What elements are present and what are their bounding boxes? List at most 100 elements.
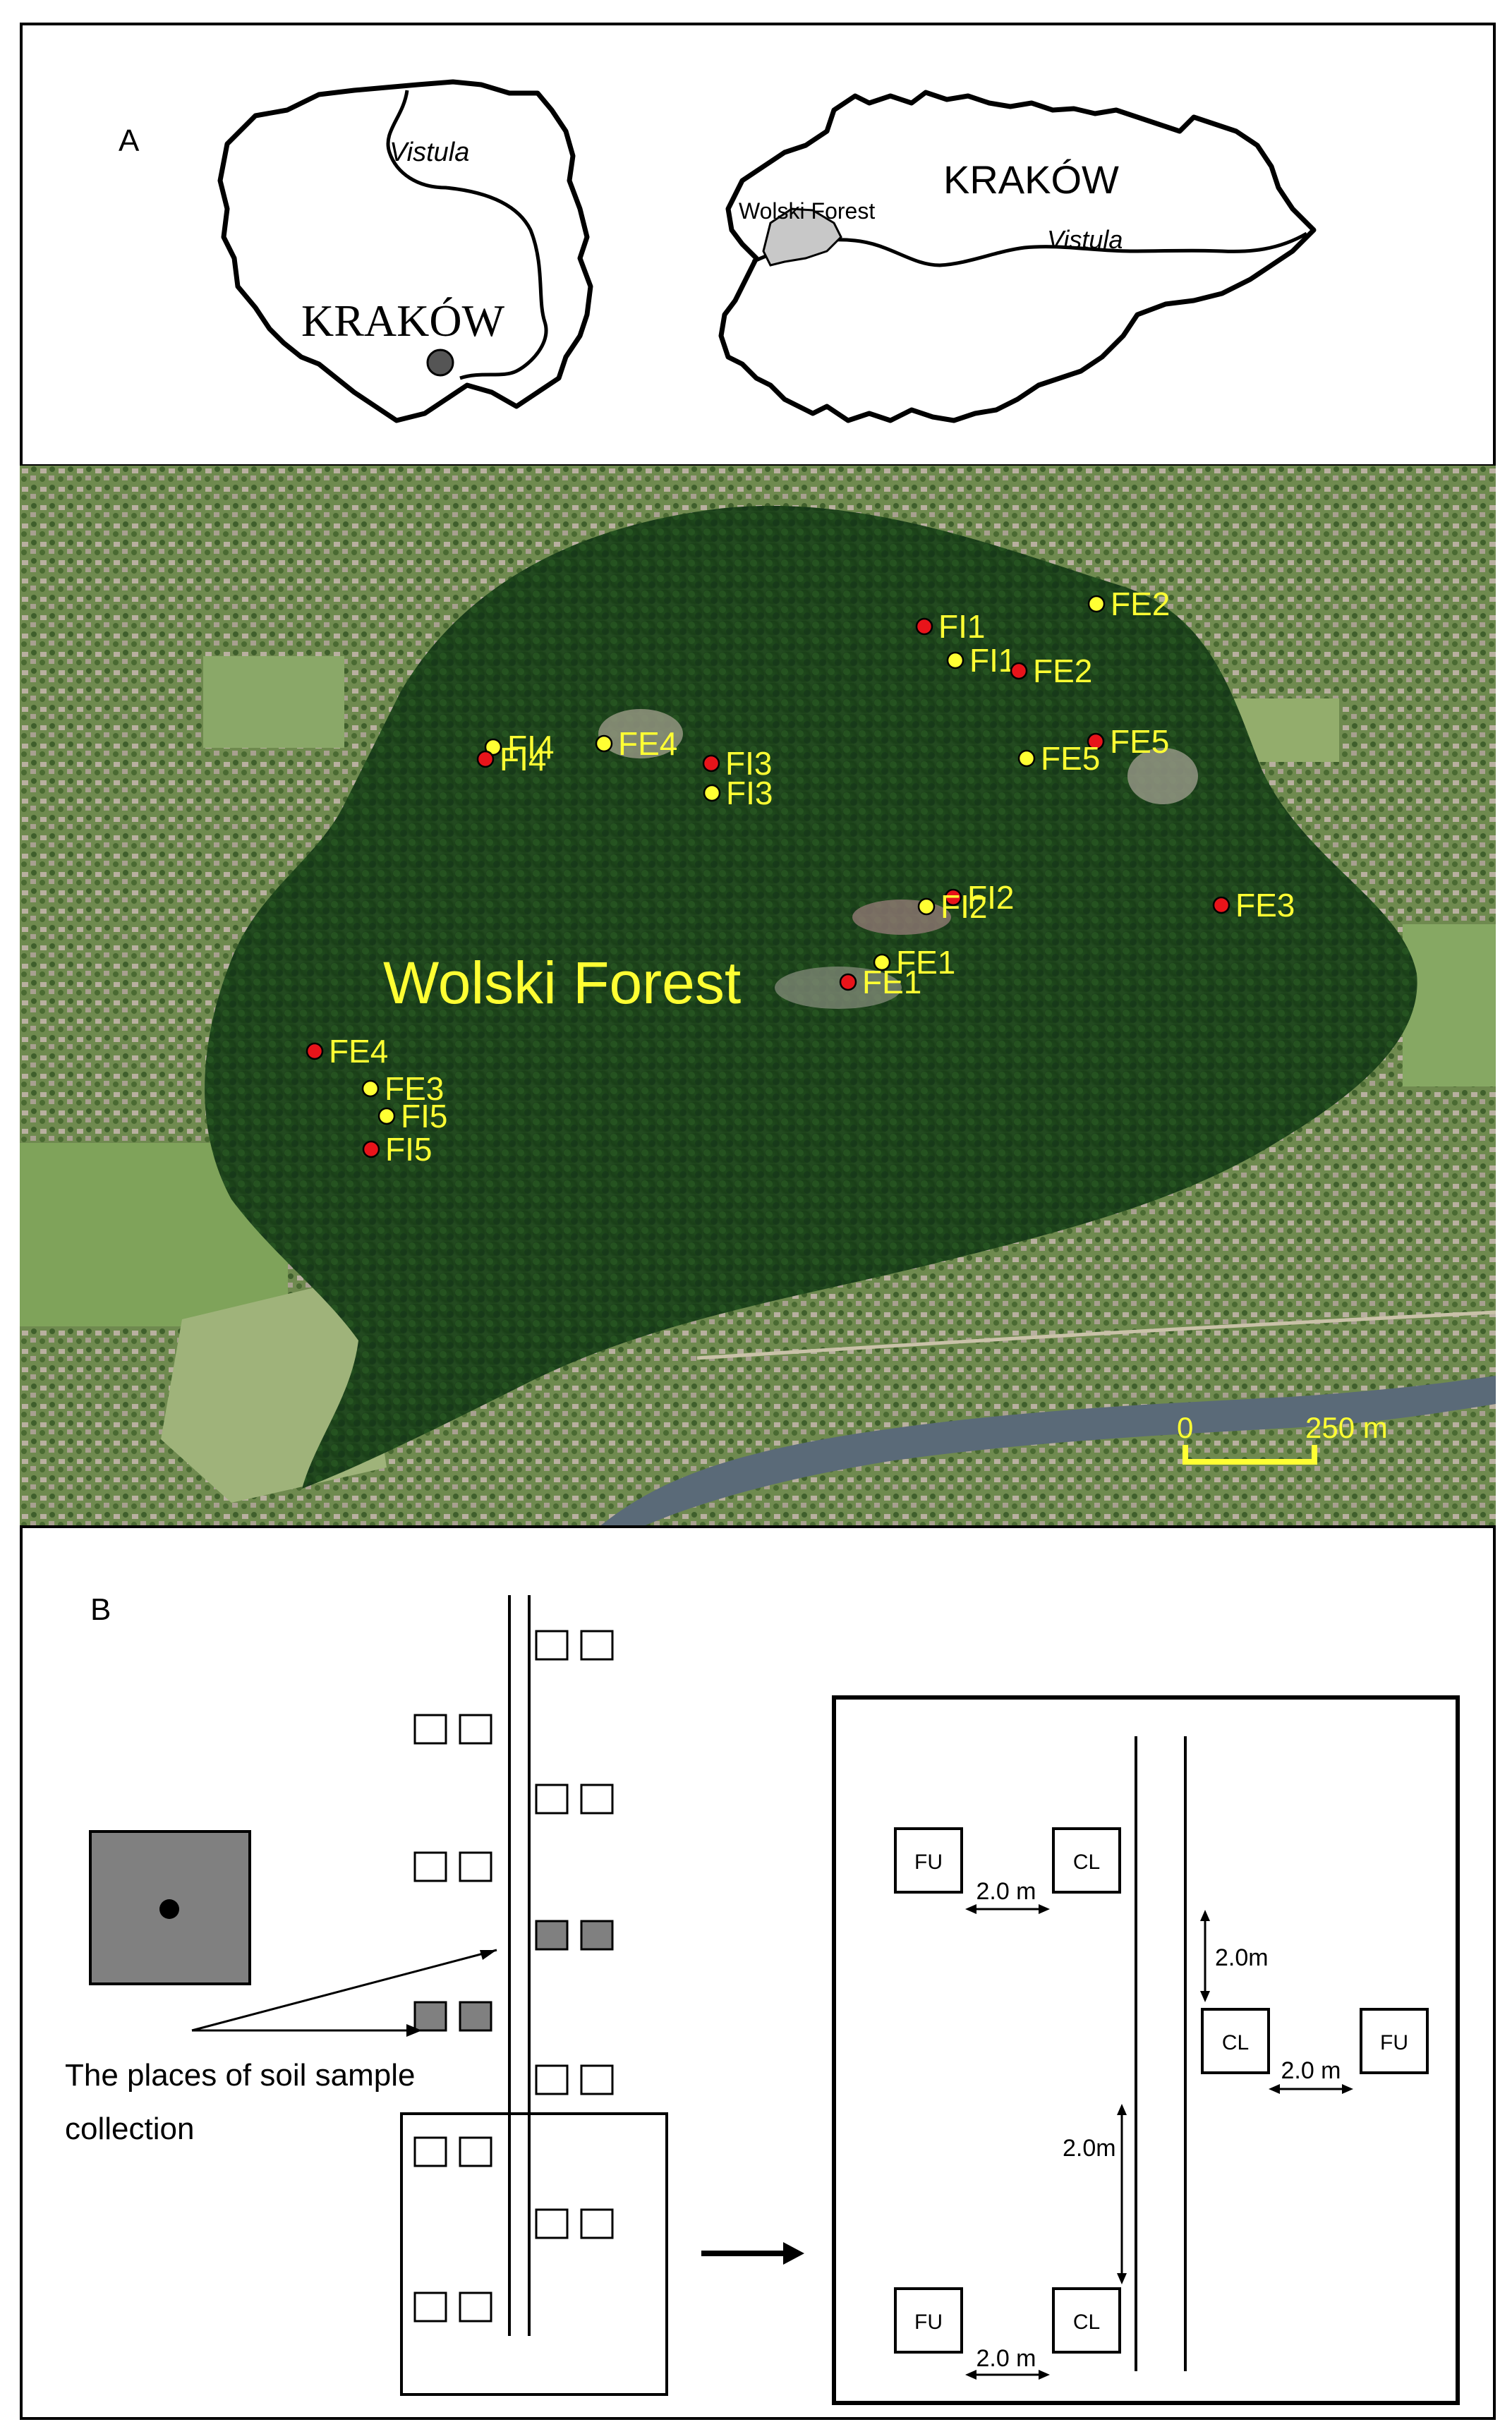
sample-plot-collected <box>413 2001 447 2032</box>
vistula-river <box>386 90 548 380</box>
poland-vistula-label: Vistula <box>389 138 469 167</box>
site-marker-fi3-yellow <box>703 784 721 802</box>
fu-box-bottom <box>894 2287 963 2354</box>
river <box>598 1376 1496 1527</box>
plot-center-point <box>159 1899 179 1919</box>
distance-label-bottom: 2.0 m <box>976 2345 1036 2372</box>
site-label-fe2: FE2 <box>1111 586 1170 622</box>
site-marker-fi5-yellow <box>377 1107 396 1125</box>
site-label-fe1: FE1 <box>896 944 955 981</box>
site-label-fe2: FE2 <box>1033 653 1092 689</box>
caption-line-1: The places of soil sample <box>65 2058 415 2093</box>
site-label-fi1: FI1 <box>969 642 1016 679</box>
site-label-fi2: FI2 <box>967 879 1014 916</box>
site-marker-fe4-yellow <box>595 734 613 753</box>
krakow-location-dot <box>426 349 454 377</box>
poland-krakow-label: KRAKÓW <box>301 296 505 346</box>
panel-a-label: A <box>119 123 140 158</box>
site-label-fi4: FI4 <box>500 741 546 777</box>
distance-label-vertical-bottom: 2.0m <box>1063 2135 1116 2162</box>
sample-plot <box>413 2291 447 2323</box>
fu-label-bottom: FU <box>914 2311 943 2334</box>
site-label-fi3: FI3 <box>725 745 772 782</box>
site-marker-fe5-red <box>1087 732 1105 751</box>
cl-label-bottom: CL <box>1073 2311 1100 2334</box>
sample-plot-collected <box>580 1920 614 1951</box>
site-label-fe3: FE3 <box>385 1070 444 1107</box>
panel-a: A Vistula KRAKÓW Wolski Forest KRAKÓW Vi… <box>20 23 1496 467</box>
scale-bar: 0 250 m <box>1177 1411 1388 1465</box>
panel-b-svg: B The places of soil sample collection <box>65 1592 1460 2405</box>
distance-label-top: 2.0 m <box>976 1878 1036 1905</box>
site-marker-fe3-red <box>1212 896 1230 914</box>
scale-start-label: 0 <box>1177 1411 1193 1444</box>
field-east <box>1403 924 1496 1086</box>
site-label-fe4: FE4 <box>329 1033 388 1070</box>
sample-plot <box>413 1851 447 1882</box>
pointer-arrows <box>191 1949 497 2037</box>
sample-plot <box>459 2291 492 2323</box>
krakow-map: Wolski Forest KRAKÓW Vistula <box>718 90 1317 423</box>
clearing-4 <box>1127 748 1198 804</box>
krakow-forest-label: Wolski Forest <box>739 198 875 224</box>
caption-line-2: collection <box>65 2112 194 2146</box>
site-marker-fe2-red <box>1010 662 1028 680</box>
cl-label-top: CL <box>1073 1851 1100 1874</box>
krakow-outline <box>718 90 1317 423</box>
zoom-selection-box <box>400 2112 668 2396</box>
wolski-forest-area <box>762 207 842 267</box>
sample-plot <box>535 2064 569 2095</box>
site-label-fi1: FI1 <box>938 608 985 645</box>
site-label-fe5: FE5 <box>1110 723 1169 760</box>
panel-b-label: B <box>90 1592 111 1627</box>
sample-plot <box>459 1851 492 1882</box>
sample-plot-collected <box>535 1920 569 1951</box>
site-marker-fi3-red <box>702 754 720 773</box>
fu-label-right: FU <box>1380 2031 1408 2054</box>
site-label-fi3: FI3 <box>726 775 773 811</box>
fu-box-top <box>894 1827 963 1894</box>
detail-boxes: FU CL CL FU FU CL <box>894 1827 1429 2354</box>
cl-label-right: CL <box>1222 2031 1249 2054</box>
panel-a-svg: A Vistula KRAKÓW Wolski Forest KRAKÓW Vi… <box>119 79 1317 423</box>
sample-plot <box>459 1714 492 1745</box>
sample-plot <box>580 2208 614 2239</box>
fu-box-right <box>1360 2008 1429 2074</box>
site-marker-fi1-yellow <box>946 651 964 670</box>
forest-label: Wolski Forest <box>383 950 741 1016</box>
cl-box-right <box>1201 2008 1270 2074</box>
site-label-fi4: FI4 <box>507 729 554 765</box>
poland-map: Vistula KRAKÓW <box>217 79 593 423</box>
clearing-3 <box>775 967 902 1009</box>
sample-plot <box>413 1714 447 1745</box>
distance-label-vertical-top: 2.0m <box>1215 1944 1269 1971</box>
site-marker-fe1-yellow <box>873 953 891 971</box>
site-marker-fi2-yellow <box>917 897 936 916</box>
site-marker-fe5-yellow <box>1017 749 1036 768</box>
cl-box-top <box>1052 1827 1121 1894</box>
sample-plot <box>580 1630 614 1661</box>
site-marker-fi4-red <box>476 750 495 768</box>
scale-end-label: 250 m <box>1305 1411 1388 1444</box>
site-label-fi2: FI2 <box>941 888 987 925</box>
detail-box <box>832 1695 1460 2405</box>
krakow-vistula-river <box>751 231 1308 267</box>
poland-outline <box>217 79 593 423</box>
sample-plot <box>580 1784 614 1815</box>
sample-plot <box>413 2136 447 2167</box>
site-marker-fe2-yellow <box>1087 595 1106 613</box>
site-label-fi5: FI5 <box>385 1131 432 1168</box>
cl-box-bottom <box>1052 2287 1121 2354</box>
site-label-fi5: FI5 <box>401 1098 447 1134</box>
site-label-fe3: FE3 <box>1235 887 1295 924</box>
fu-label-top: FU <box>914 1851 943 1874</box>
panel-b: B The places of soil sample collection <box>20 1525 1496 2420</box>
distance-label-right: 2.0 m <box>1281 2057 1341 2084</box>
site-label-fe5: FE5 <box>1041 740 1100 777</box>
sample-plot <box>535 1630 569 1661</box>
site-marker-fe3-yellow <box>361 1079 380 1098</box>
sample-plot <box>535 2208 569 2239</box>
